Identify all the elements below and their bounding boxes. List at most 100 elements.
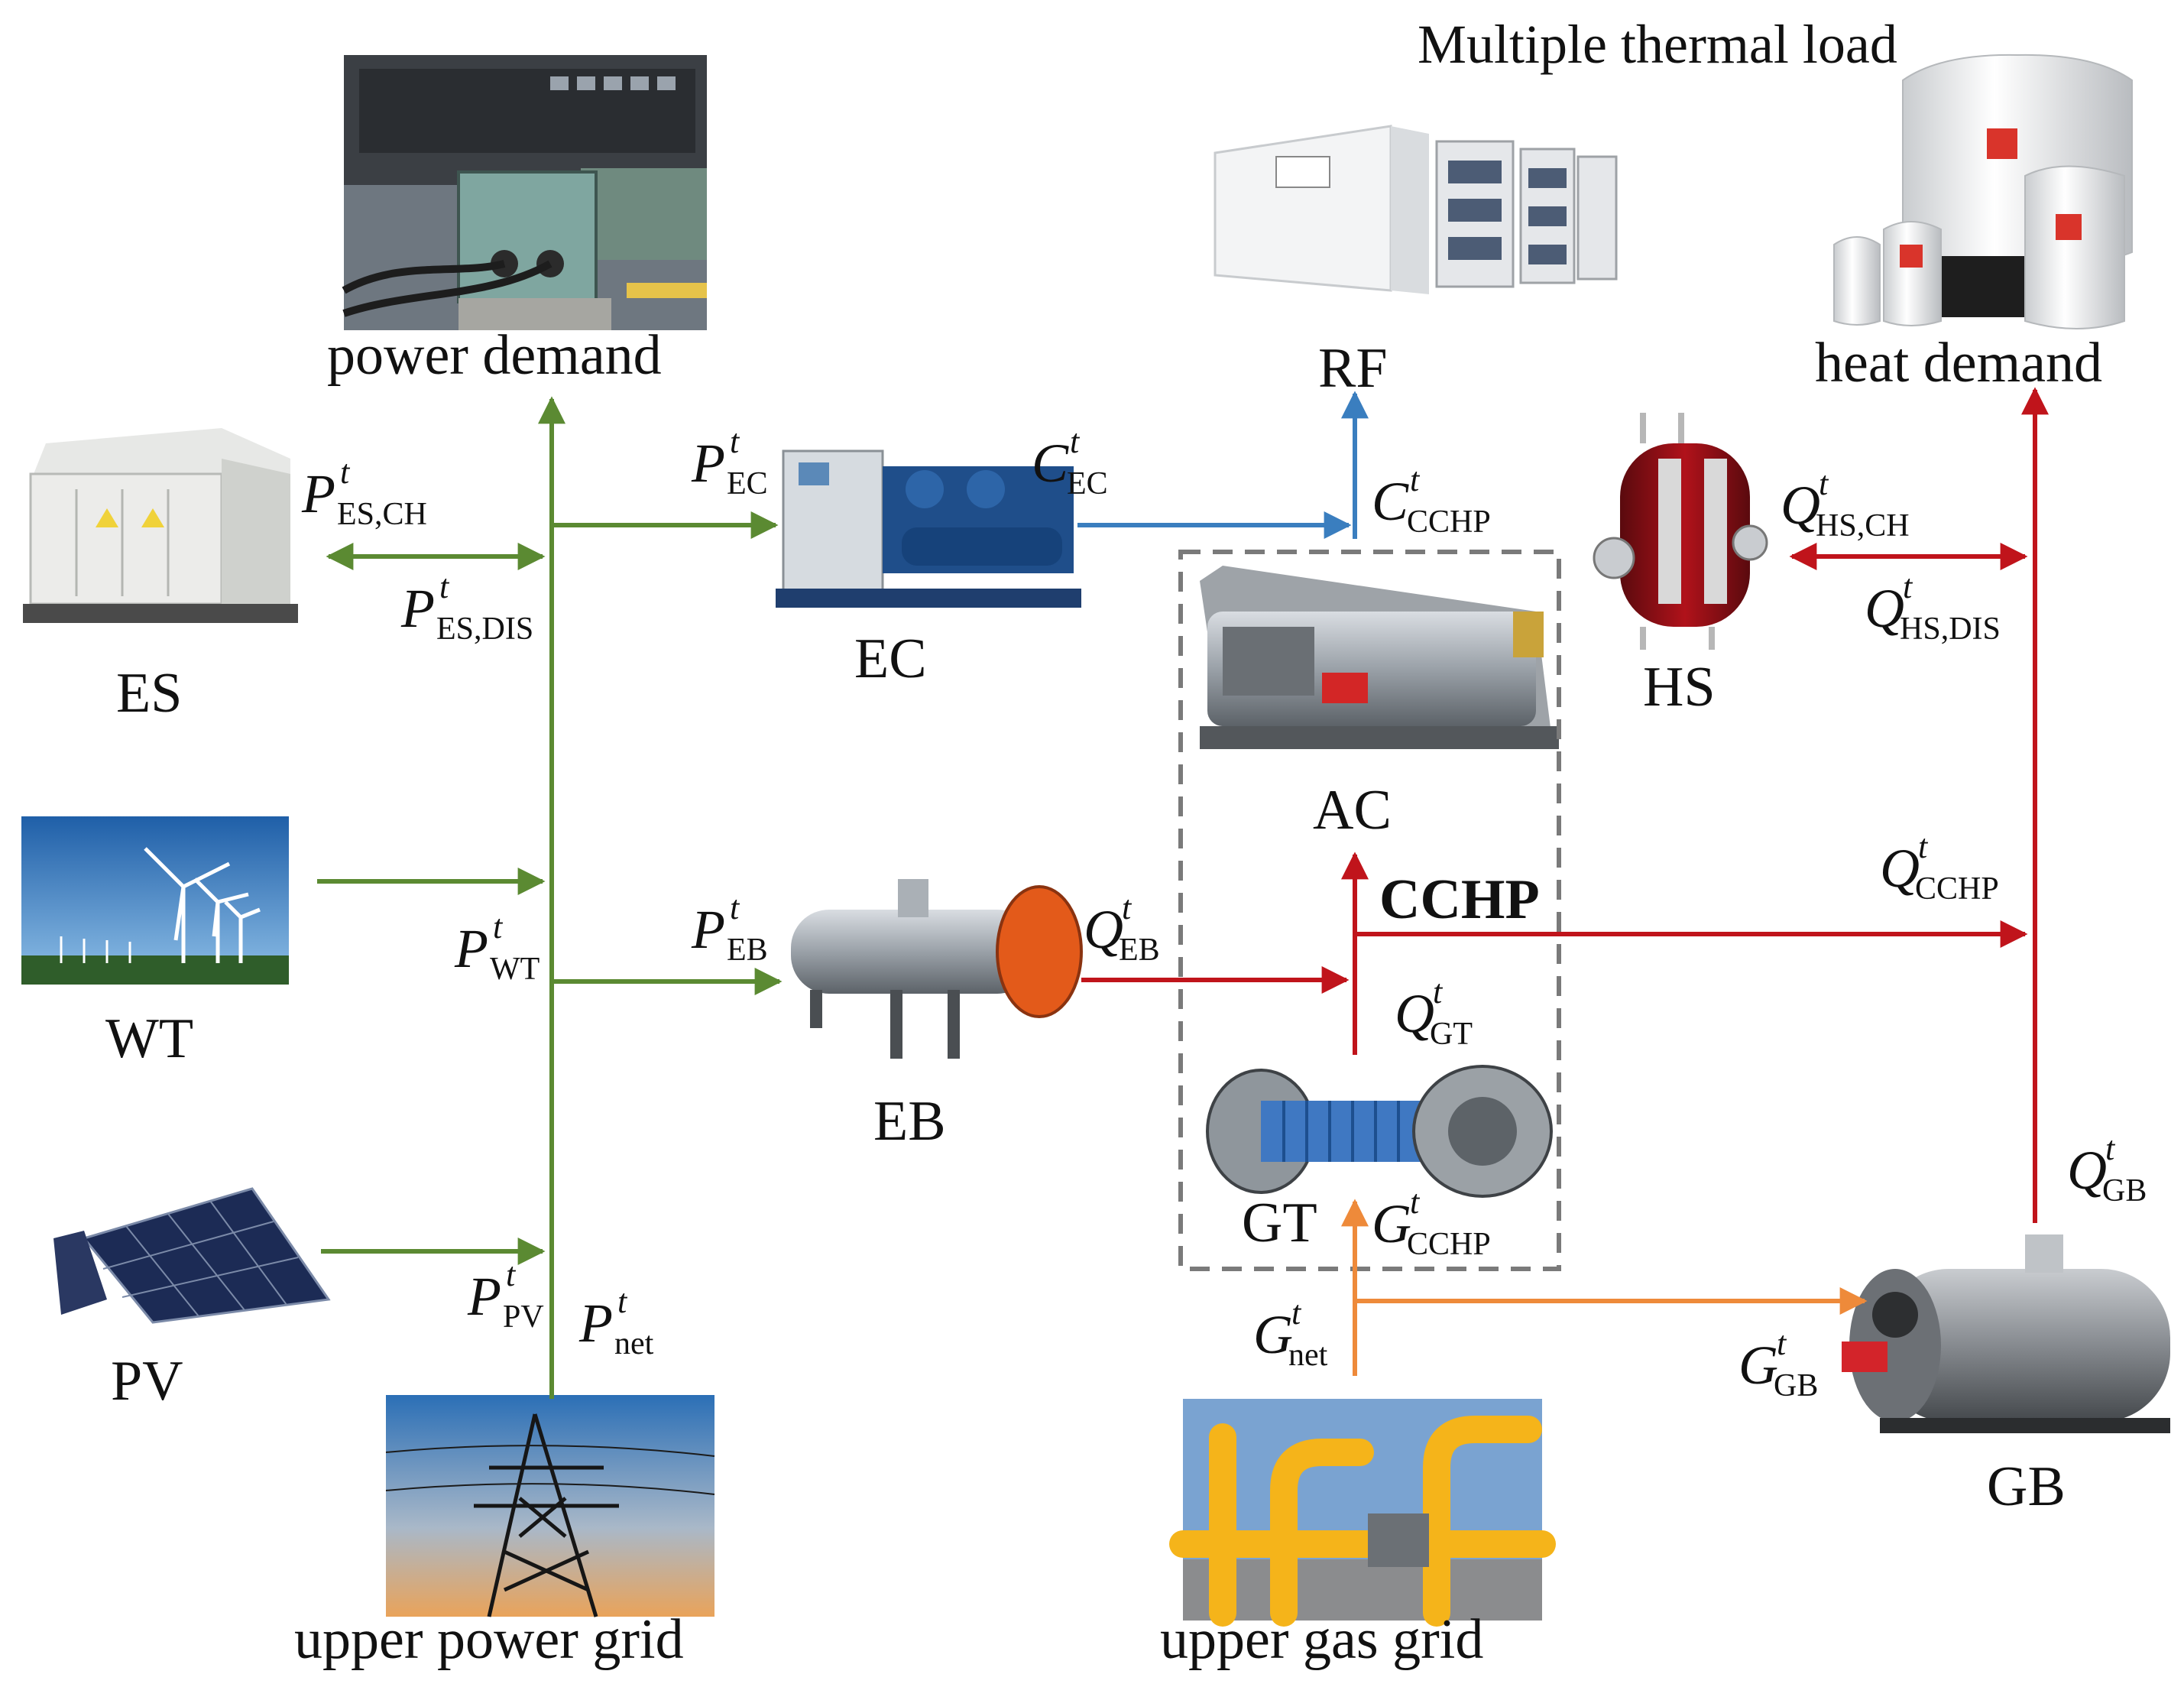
symbol-subscript: EC xyxy=(727,466,768,501)
symbol-subscript: GB xyxy=(1774,1368,1819,1403)
gb-image xyxy=(1842,1234,2170,1433)
symbol-base: Q xyxy=(2067,1140,2107,1201)
ac-image xyxy=(1200,566,1559,749)
symbol-superscript: t xyxy=(617,1283,627,1320)
symbol-superscript: t xyxy=(1122,889,1132,926)
node-rf: RF xyxy=(1318,337,1388,400)
symbol-superscript: t xyxy=(1819,465,1829,502)
symbol-subscript: GT xyxy=(1430,1017,1473,1052)
rf-image xyxy=(1214,125,1618,294)
symbol-base: P xyxy=(302,463,335,524)
symbol-base: P xyxy=(579,1293,613,1354)
symbol-base: P xyxy=(468,1266,501,1327)
symbol-superscript: t xyxy=(1433,973,1443,1011)
symbol-subscript: ES,CH xyxy=(337,497,427,532)
node-hs: HS xyxy=(1643,656,1716,719)
symbol-subscript: net xyxy=(1288,1338,1328,1373)
symbol-base: G xyxy=(1253,1304,1293,1365)
node-heat-demand: heat demand xyxy=(1815,332,2102,394)
symbol-base: Q xyxy=(1865,578,1904,639)
symbol-base: G xyxy=(1738,1335,1778,1396)
node-gb: GB xyxy=(1987,1455,2066,1518)
node-wt: WT xyxy=(105,1007,194,1070)
symbol-subscript: PV xyxy=(503,1299,544,1335)
node-cchp: CCHP xyxy=(1379,868,1540,931)
node-power-demand: power demand xyxy=(327,324,662,387)
heat-flows xyxy=(1081,387,2049,1223)
symbol-subscript: CCHP xyxy=(1915,871,1999,907)
symbol-superscript: t xyxy=(2105,1130,2115,1167)
symbol-base: C xyxy=(1372,471,1409,532)
symbol-superscript: t xyxy=(1410,461,1420,498)
symbol-superscript: t xyxy=(1410,1183,1420,1221)
upper-gas-grid-image xyxy=(1169,1399,1556,1627)
symbol-superscript: t xyxy=(506,1256,516,1293)
node-gt: GT xyxy=(1242,1192,1317,1254)
symbol-superscript: t xyxy=(1291,1294,1301,1332)
symbol-subscript: CCHP xyxy=(1407,504,1491,540)
symbol-subscript: WT xyxy=(490,952,540,987)
symbol-subscript: EB xyxy=(727,933,768,968)
cchp-boundary xyxy=(1178,550,1561,1271)
gas-flows xyxy=(1341,1199,1868,1376)
symbol-subscript: CCHP xyxy=(1407,1227,1491,1262)
symbol-base: Q xyxy=(1395,983,1434,1044)
symbol-superscript: t xyxy=(439,568,449,605)
symbol-subscript: EC xyxy=(1067,466,1108,501)
symbol-superscript: t xyxy=(340,453,350,491)
symbol-superscript: t xyxy=(730,889,740,926)
hs-image xyxy=(1593,413,1768,650)
symbol-superscript: t xyxy=(1777,1325,1787,1362)
symbol-subscript: HS,DIS xyxy=(1900,612,2001,647)
symbol-superscript: t xyxy=(493,908,503,946)
pv-image xyxy=(53,1187,331,1324)
cooling-flows xyxy=(1077,391,1369,539)
symbol-superscript: t xyxy=(1903,568,1913,605)
node-eb: EB xyxy=(873,1090,946,1153)
power-demand-image xyxy=(342,55,707,330)
heat-demand-image xyxy=(1833,54,2133,329)
wt-image xyxy=(21,816,289,985)
symbol-subscript: HS,CH xyxy=(1816,508,1910,543)
symbol-base: Q xyxy=(1880,838,1920,899)
symbol-subscript: net xyxy=(614,1326,654,1361)
symbol-subscript: GB xyxy=(2102,1173,2147,1208)
symbol-base: Q xyxy=(1084,899,1123,960)
node-es: ES xyxy=(116,662,183,725)
upper-power-grid-image xyxy=(385,1395,715,1617)
diagram-title: Multiple thermal load xyxy=(1418,14,1897,75)
ec-image xyxy=(776,449,1081,608)
symbol-subscript: EB xyxy=(1119,933,1160,968)
gt-image xyxy=(1206,1065,1553,1198)
node-upper-gas-grid: upper gas grid xyxy=(1160,1608,1484,1671)
es-image xyxy=(23,428,298,623)
node-ac: AC xyxy=(1313,779,1392,842)
node-pv: PV xyxy=(111,1350,183,1413)
eb-image xyxy=(791,879,1083,1059)
node-upper-power-grid: upper power grid xyxy=(294,1608,684,1671)
symbol-base: P xyxy=(692,899,725,960)
electric-flows xyxy=(317,396,783,1399)
symbol-base: C xyxy=(1032,433,1069,494)
symbol-superscript: t xyxy=(730,423,740,460)
symbol-base: P xyxy=(455,918,488,979)
symbol-base: G xyxy=(1372,1193,1411,1254)
symbol-base: Q xyxy=(1781,475,1820,536)
